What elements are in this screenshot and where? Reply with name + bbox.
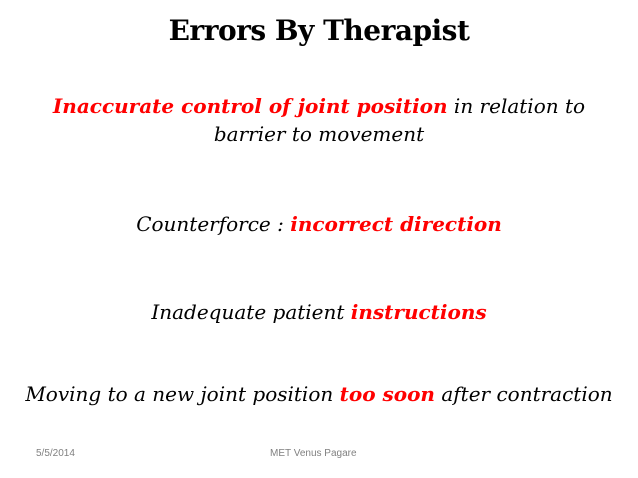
point-text: after contraction	[434, 382, 613, 406]
point-patient-instructions: Inadequate patient instructions	[20, 298, 618, 326]
point-text: in relation to barrier to movement	[213, 94, 586, 146]
point-lead: Counterforce :	[136, 212, 291, 236]
point-emphasis: instructions	[350, 300, 487, 324]
point-counterforce: Counterforce : incorrect direction	[20, 210, 618, 238]
point-lead: Moving to a new joint position	[25, 382, 340, 406]
point-emphasis: too soon	[339, 382, 435, 406]
footer-date: 5/5/2014	[36, 448, 75, 459]
slide-title: Errors By Therapist	[168, 14, 470, 47]
point-emphasis: incorrect direction	[290, 212, 502, 236]
point-lead: Inadequate patient	[151, 300, 351, 324]
footer-author: MET Venus Pagare	[270, 448, 357, 459]
point-moving-too-soon: Moving to a new joint position too soon …	[20, 380, 618, 408]
point-joint-position-control: Inaccurate control of joint position in …	[20, 92, 618, 148]
point-emphasis: Inaccurate control of joint position	[52, 94, 448, 118]
